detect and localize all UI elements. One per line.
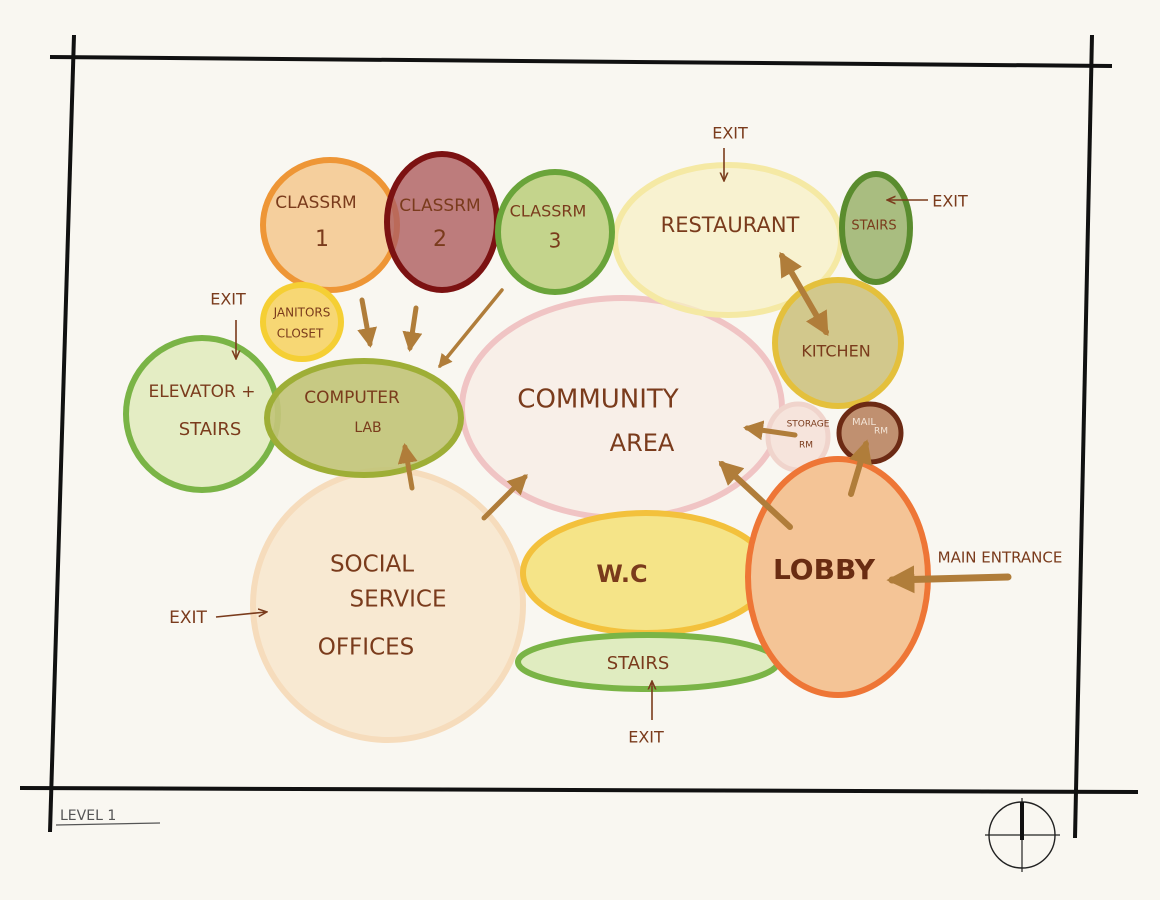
- arrow-storage-to-community: [743, 420, 798, 441]
- classroom1-label-line2: 1: [315, 227, 329, 252]
- level-label: LEVEL 1: [60, 808, 116, 824]
- kitchen-label: KITCHEN: [801, 342, 870, 361]
- storage-room-label-line2: RM: [799, 441, 813, 451]
- mail-room-bubble: [836, 401, 904, 465]
- arrow-offices-to-community: [481, 474, 528, 521]
- classroom1-bubble: [260, 157, 400, 293]
- restaurant-exit-label: EXIT: [712, 124, 748, 143]
- social-service-exit-label: EXIT: [169, 608, 207, 628]
- elevator-stairs-label-line2: STAIRS: [179, 419, 242, 440]
- arrow-lobby-to-community: [718, 460, 793, 530]
- classroom2-bubble: [384, 151, 500, 293]
- drawing-frame: [19, 34, 1139, 839]
- social-service-label-line1: SOCIAL: [330, 552, 414, 578]
- room-labels: CLASSRM 1 CLASSRM 2 CLASSRM 3 RESTAURANT…: [148, 193, 896, 674]
- elevator-exit-label: EXIT: [210, 290, 246, 309]
- janitors-closet-label-line2: CLOSET: [277, 327, 324, 341]
- stairs-top-exit-label: EXIT: [932, 192, 968, 211]
- level-annotation: LEVEL 1: [55, 808, 161, 826]
- arrow-lobby-to-mail: [848, 439, 872, 497]
- social-service-label-line3: OFFICES: [318, 635, 415, 661]
- stairs-bottom-exit-label: EXIT: [628, 728, 664, 747]
- computer-lab-label-line2: LAB: [354, 420, 381, 436]
- main-entrance-label: MAIN ENTRANCE: [938, 549, 1063, 567]
- arrow-classroom1-to-lab: [357, 297, 377, 348]
- elevator-stairs-label-line1: ELEVATOR +: [148, 382, 255, 402]
- classroom2-label-line2: 2: [433, 227, 447, 252]
- classroom3-label-line1: CLASSRM: [510, 202, 587, 221]
- classroom2-label-line1: CLASSRM: [399, 196, 480, 216]
- north-arrow-icon: [985, 798, 1060, 872]
- arrow-offices-to-lab: [397, 443, 418, 491]
- classroom3-label-line2: 3: [549, 229, 562, 253]
- social-service-label-line2: SERVICE: [350, 587, 447, 613]
- stairs-bottom-label: STAIRS: [607, 653, 670, 674]
- restaurant-label: RESTAURANT: [661, 213, 800, 237]
- community-area-label-line2: AREA: [610, 429, 675, 457]
- wc-label: W.C: [596, 560, 647, 588]
- arrow-classroom2-to-lab: [402, 305, 423, 352]
- storage-room-label-line1: STORAGE: [787, 420, 830, 430]
- mail-room-label-line1: MAIL: [852, 417, 876, 428]
- mail-room-label-line2: RM: [874, 427, 888, 437]
- arrow-restaurant-kitchen: [779, 251, 829, 337]
- elevator-stairs-bubble: [123, 335, 281, 493]
- exit-arrows: [215, 148, 928, 720]
- janitors-closet-bubble: [260, 282, 344, 362]
- community-area-label-line1: COMMUNITY: [517, 385, 679, 415]
- stairs-top-label: STAIRS: [851, 219, 896, 234]
- circulation-arrows: [357, 251, 1012, 594]
- arrow-classroom3-to-lab: [438, 288, 504, 369]
- computer-lab-label-line1: COMPUTER: [304, 388, 400, 408]
- exit-labels: EXIT EXIT EXIT EXIT EXIT MAIN ENTRANCE: [169, 124, 1062, 747]
- arrow-main-entrance: [886, 565, 1012, 594]
- classroom3-bubble: [495, 169, 615, 295]
- arrow-offices-exit: [215, 612, 266, 618]
- lobby-label: LOBBY: [773, 553, 876, 586]
- classroom1-label-line1: CLASSRM: [275, 193, 356, 213]
- janitors-closet-label-line1: JANITORS: [273, 306, 331, 320]
- computer-lab-bubble: [264, 358, 464, 478]
